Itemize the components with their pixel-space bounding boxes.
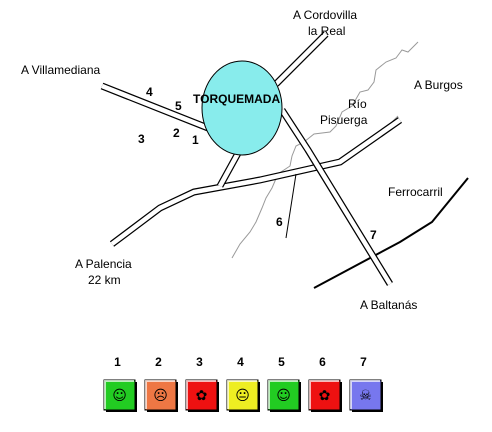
neutral-face-icon: 😐 [235, 388, 250, 404]
legend-color-box [103, 379, 136, 411]
legend-color-box [267, 379, 300, 411]
torquemada-town-area[interactable] [201, 60, 283, 156]
river-label-2: Pisuerga [320, 113, 368, 127]
legend-number: 5 [278, 355, 285, 369]
destination-palencia: A Palencia [75, 257, 132, 271]
smiley-face-icon: ☺ [276, 388, 291, 404]
legend-item-2[interactable]: 2☹ [144, 355, 178, 412]
river-label: Río [348, 97, 367, 111]
legend-number: 3 [196, 355, 203, 369]
map-point-4[interactable]: 4 [146, 85, 153, 99]
legend-color-box [144, 379, 177, 411]
map-point-3[interactable]: 3 [138, 132, 145, 146]
destination-cordovilla: A Cordovilla [293, 8, 357, 22]
map-point-5[interactable]: 5 [175, 99, 182, 113]
legend-color-box [349, 379, 382, 411]
map-point-6[interactable]: 6 [276, 215, 283, 229]
legend-item-6[interactable]: 6✿ [308, 355, 342, 412]
destination-palencia-distance: 22 km [88, 273, 121, 287]
legend-box-highlight [186, 380, 216, 409]
railway-line [313, 177, 469, 289]
legend: 1☺2☹3✿4😐5☺6✿7☠ [103, 355, 383, 412]
legend-box-highlight [227, 380, 257, 409]
legend-box-highlight [145, 380, 175, 409]
destination-cordovilla-2: la Real [308, 24, 345, 38]
legend-number: 4 [237, 355, 244, 369]
legend-item-1[interactable]: 1☺ [103, 355, 137, 412]
legend-box-highlight [268, 380, 298, 409]
legend-item-4[interactable]: 4😐 [226, 355, 260, 412]
legend-number: 6 [319, 355, 326, 369]
legend-number: 2 [155, 355, 162, 369]
frowning-face-icon: ☹ [153, 388, 168, 404]
map-point-7[interactable]: 7 [370, 228, 377, 242]
legend-item-3[interactable]: 3✿ [185, 355, 219, 412]
track-to-point-6 [285, 173, 297, 239]
destination-villamediana: A Villamediana [21, 63, 100, 77]
skull-crossbones-icon: ☠ [359, 388, 372, 404]
map-point-1[interactable]: 1 [192, 133, 199, 147]
legend-box-highlight [350, 380, 380, 409]
legend-number: 7 [360, 355, 367, 369]
legend-number: 1 [114, 355, 121, 369]
wilted-flower-icon: ✿ [196, 388, 208, 404]
smiley-face-icon: ☺ [112, 388, 127, 404]
destination-baltanas: A Baltanás [360, 298, 417, 312]
legend-item-7[interactable]: 7☠ [349, 355, 383, 412]
river-pisuerga [231, 41, 419, 259]
legend-color-box [308, 379, 341, 411]
map-point-2[interactable]: 2 [173, 126, 180, 140]
legend-box-highlight [104, 380, 134, 409]
town-label: TORQUEMADA [193, 92, 280, 106]
legend-box-highlight [309, 380, 339, 409]
roads [100, 31, 403, 286]
legend-item-5[interactable]: 5☺ [267, 355, 301, 412]
wilted-flower-icon: ✿ [319, 388, 331, 404]
destination-burgos: A Burgos [414, 78, 463, 92]
railway-label: Ferrocarril [388, 185, 443, 199]
